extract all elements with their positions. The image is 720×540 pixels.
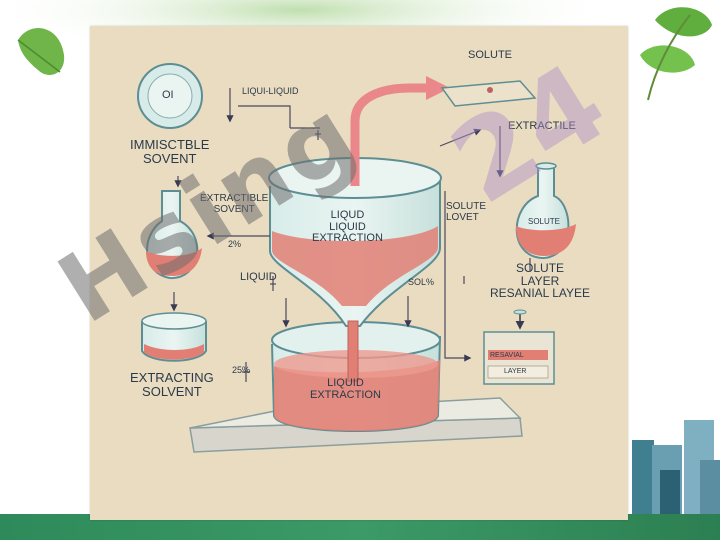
diagram-canvas: [137, 63, 576, 453]
oil-flask: [137, 63, 203, 129]
solute-layer-label: SOLUTE LAYER RESANIAL LAYEE: [490, 261, 591, 301]
liquid-liquid-top-label: LIQUI-LIQUID: [242, 86, 299, 96]
liquid-label: LIQUID: [240, 271, 277, 283]
diagram-panel: OI LIQUI-LIQUID SOLUTE EXTRACTILE IMMISC…: [90, 26, 628, 520]
resavial-label: RESAVIAL: [490, 352, 524, 359]
funnel-label: LIQUD LIQUID EXTRACTION: [312, 209, 383, 245]
leaf-icon: [17, 28, 65, 75]
extractible-solvent-label: EXTRACTIBLE SOVENT: [200, 193, 269, 215]
extractible-solvent-flask: [146, 190, 202, 280]
extracting-solvent-label: EXTRACTING SOLVENT: [130, 370, 214, 399]
extraction-beaker: [271, 321, 441, 432]
solute-tray: [440, 80, 537, 107]
solute-flask: [515, 162, 576, 260]
inflow-arrow: [350, 76, 450, 186]
oil-flask-label: OI: [162, 89, 174, 101]
connector-lines: [170, 88, 531, 382]
immiscible-solvent-label: IMMISCTBLE SOVENT: [130, 137, 210, 166]
sol-percent-label: SOL%: [408, 277, 435, 287]
extracting-solvent-dish: [141, 312, 207, 362]
city-buildings-icon: [632, 420, 720, 520]
solute-flask-label: SOLUTE: [528, 217, 561, 226]
solute-lovet-label: SOLUTE LOVET: [446, 201, 487, 223]
residual-layer-box: [483, 309, 555, 385]
leaf-icon: [640, 7, 712, 101]
percent-left-label: 2%: [228, 239, 242, 249]
layer-small-label: LAYER: [504, 368, 527, 375]
percent-mid-label: 25%: [232, 365, 251, 375]
solute-top-label: SOLUTE: [468, 49, 513, 61]
beaker-label: LIQUID EXTRACTION: [310, 377, 381, 401]
extractile-label: EXTRACTILE: [508, 120, 576, 132]
